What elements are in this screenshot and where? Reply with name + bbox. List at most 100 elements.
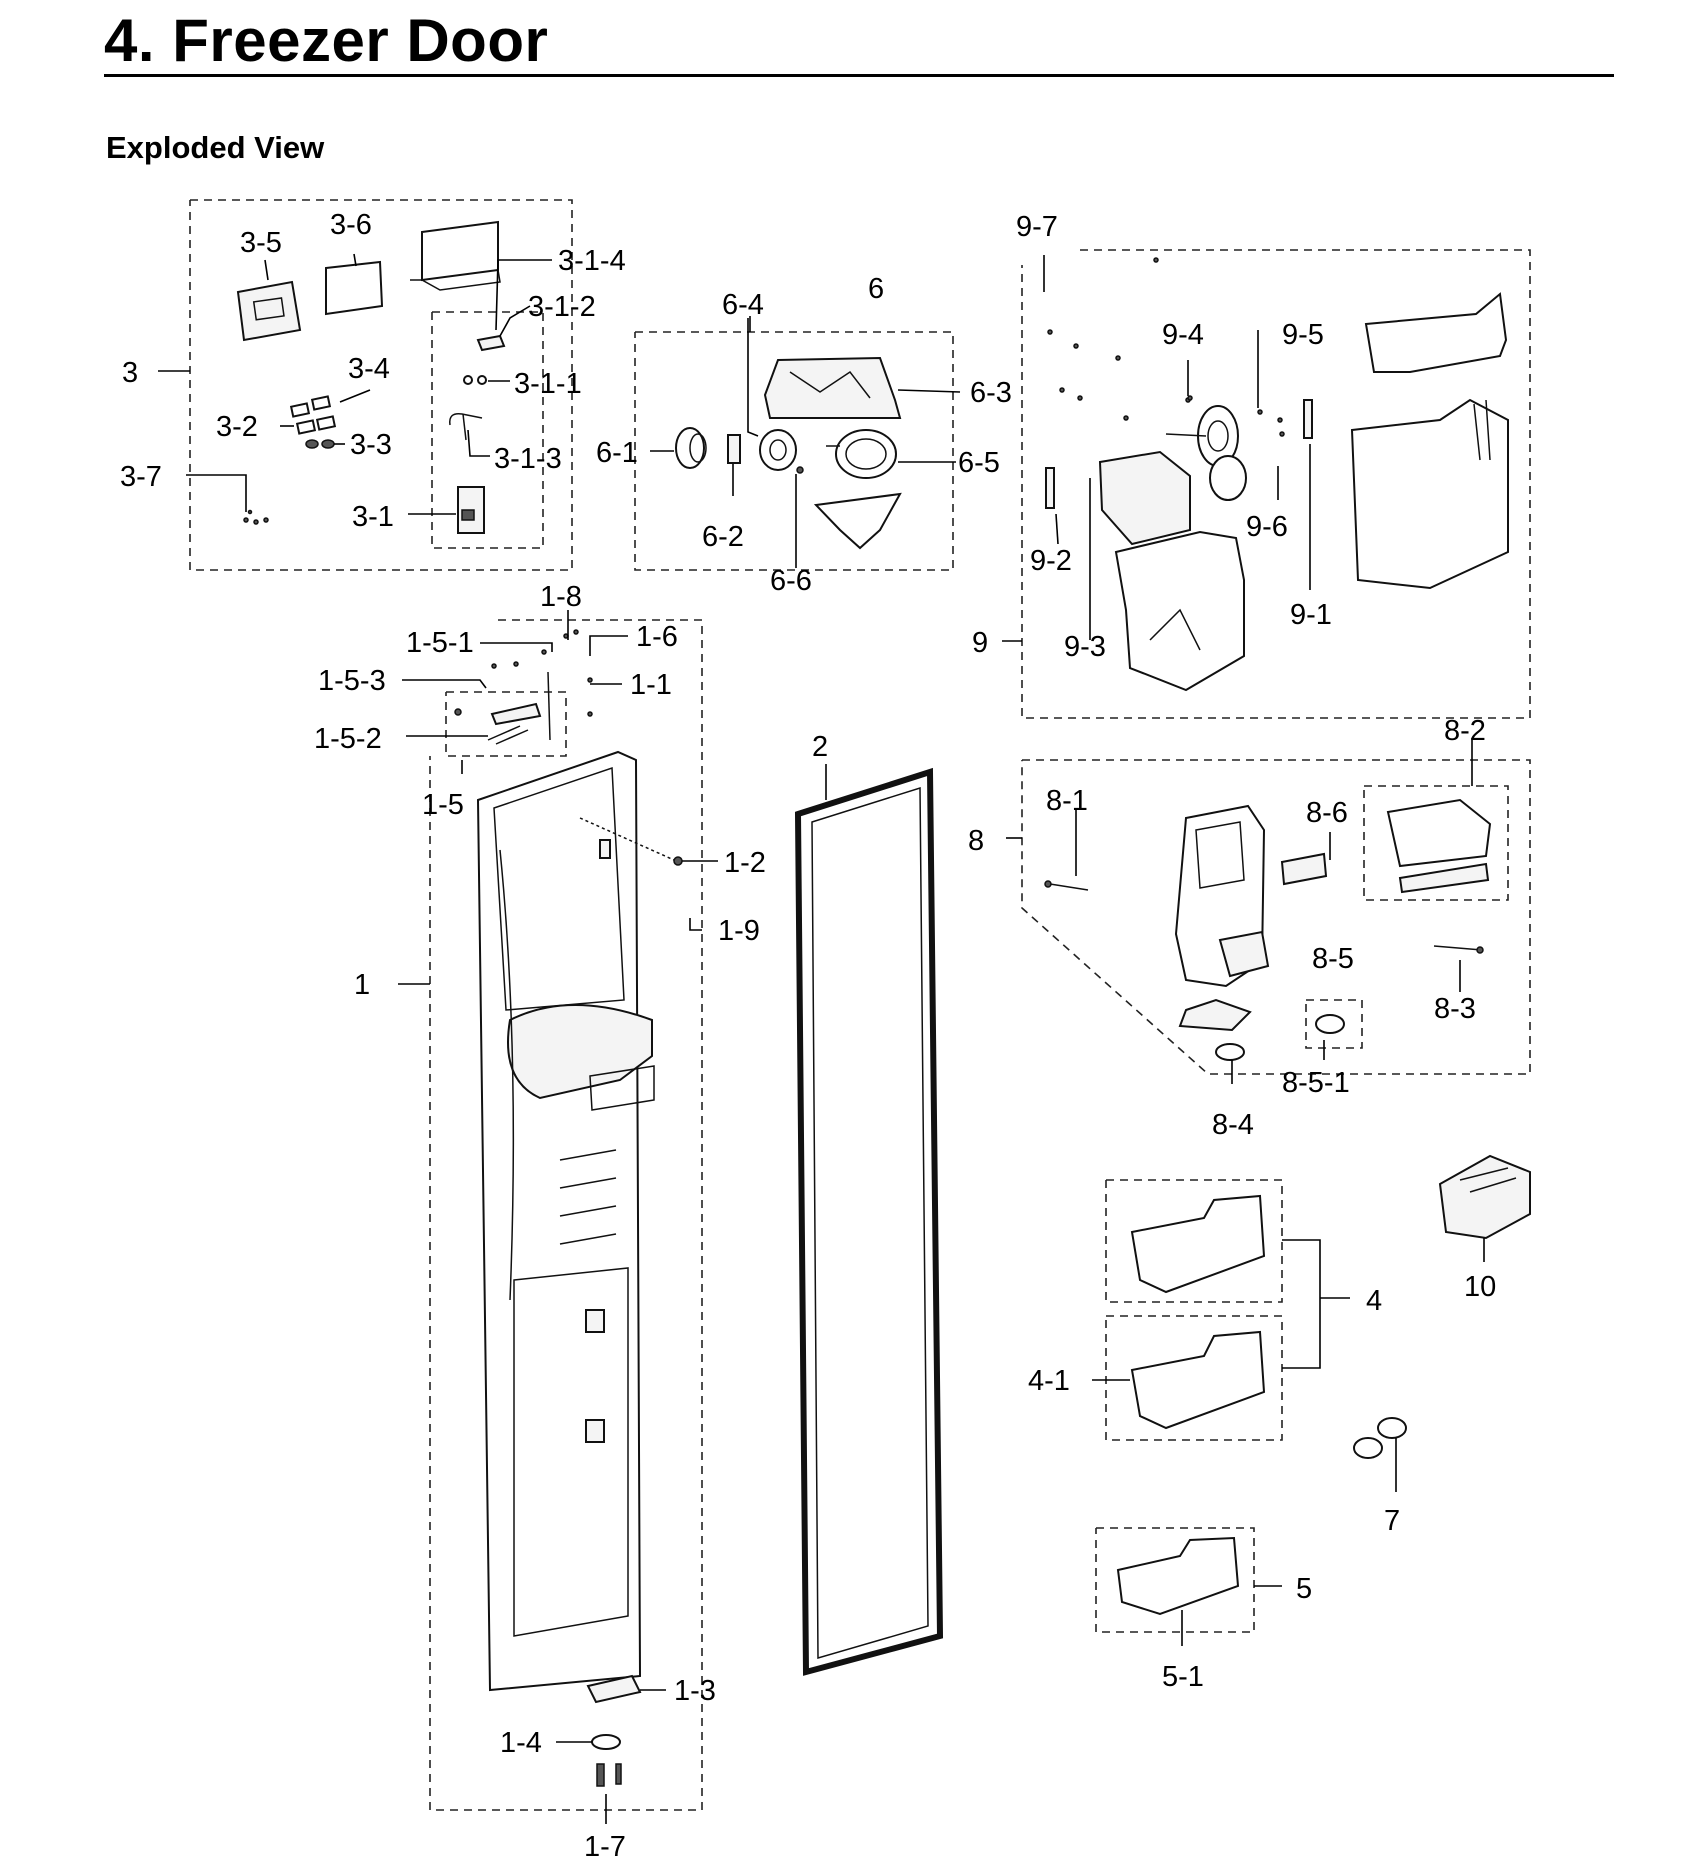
part-1-door-liner — [476, 750, 655, 1692]
callout-8-4: 8-4 — [1212, 1109, 1254, 1141]
part-3-6-display-pcb — [325, 260, 384, 316]
part-3-5-display-cover — [236, 280, 302, 342]
part-3-7-screws — [243, 509, 269, 525]
callout-3-1-4: 3-1-4 — [558, 245, 626, 277]
part-6-1-motor — [675, 427, 707, 469]
part-9-ice-bucket — [1114, 530, 1245, 692]
part-8-3-wire — [1433, 945, 1484, 954]
part-9-bucket-front — [1350, 398, 1509, 590]
part-6-2-gear — [727, 434, 741, 464]
group-9-ice-bucket-assembly: 9-7 9-4 9-5 9-6 9-1 9-2 9-3 9 — [972, 211, 1531, 719]
callout-1-8: 1-8 — [540, 581, 582, 613]
part-6-3-housing — [763, 356, 902, 419]
callout-9-7: 9-7 — [1016, 211, 1058, 243]
group-5-door-guard: 5 5-1 — [1095, 1527, 1312, 1693]
callout-9-6: 9-6 — [1246, 511, 1288, 543]
part-8-2-pcb — [1386, 798, 1492, 894]
part-9-1-rod — [1303, 399, 1313, 439]
part-8-paddle — [1178, 998, 1252, 1032]
callout-1-5-1: 1-5-1 — [406, 627, 474, 659]
callout-6-3: 6-3 — [970, 377, 1012, 409]
callout-2: 2 — [812, 731, 828, 763]
callout-9-2: 9-2 — [1030, 545, 1072, 577]
callout-3-1-3: 3-1-3 — [494, 443, 562, 475]
callout-1: 1 — [354, 969, 370, 1001]
part-display-frame — [410, 220, 501, 291]
callout-8-3: 8-3 — [1434, 993, 1476, 1025]
callout-8-5: 8-5 — [1312, 943, 1354, 975]
callout-1-5-3: 1-5-3 — [318, 665, 386, 697]
callout-1-3: 1-3 — [674, 1675, 716, 1707]
callout-8: 8 — [968, 825, 984, 857]
part-9-cover — [1364, 292, 1508, 373]
callout-10: 10 — [1464, 1271, 1496, 1303]
part-3-4-buttons — [289, 395, 337, 435]
group-3-display-assembly: 3 3-1 3-1-1 3-1-2 3-1-3 3-1-4 3-2 3-3 3-… — [120, 199, 626, 571]
callout-6-1: 6-1 — [596, 437, 638, 469]
callout-3-1-1: 3-1-1 — [514, 368, 582, 400]
part-6-chute — [813, 492, 902, 550]
callout-9-3: 9-3 — [1064, 631, 1106, 663]
part-10-ice-maker-tray: 10 — [1438, 1154, 1531, 1303]
callout-8-5-1: 8-5-1 — [1282, 1067, 1350, 1099]
callout-1-1: 1-1 — [630, 669, 672, 701]
part-6-4-cam — [759, 429, 797, 471]
part-6-5-flap — [826, 429, 897, 479]
group-1-door-assembly: 1-8 1-5-1 1-6 1-5-3 1-1 1-5-2 1-5 1-2 1-… — [314, 581, 766, 1863]
part-9-screws — [1047, 257, 1285, 437]
part-8-4-cap — [1215, 1043, 1245, 1061]
callout-3-6: 3-6 — [330, 209, 372, 241]
callout-7: 7 — [1384, 1505, 1400, 1537]
part-7-caps: 7 — [1353, 1417, 1407, 1537]
callout-1-7: 1-7 — [584, 1831, 626, 1863]
callout-6-5: 6-5 — [958, 447, 1000, 479]
callout-3-1-2: 3-1-2 — [528, 291, 596, 323]
part-4-1-guard-lower — [1130, 1330, 1266, 1430]
part-9-auger-gear — [1165, 405, 1247, 501]
callout-9: 9 — [972, 627, 988, 659]
callout-1-4: 1-4 — [500, 1727, 542, 1759]
callout-6: 6 — [868, 273, 884, 305]
callout-3-4: 3-4 — [348, 353, 390, 385]
callout-8-1: 8-1 — [1046, 785, 1088, 817]
callout-6-4: 6-4 — [722, 289, 764, 321]
part-9-housing — [1098, 450, 1191, 546]
part-3-3-springs — [305, 439, 335, 449]
callout-1-5: 1-5 — [422, 789, 464, 821]
page-title: 4. Freezer Door — [104, 7, 549, 74]
part-4-guard-upper — [1130, 1194, 1266, 1294]
callout-3: 3 — [122, 357, 138, 389]
part-8-housing — [1174, 804, 1270, 988]
part-3-1-1-screws — [463, 375, 487, 385]
callout-9-1: 9-1 — [1290, 599, 1332, 631]
callout-4: 4 — [1366, 1285, 1382, 1317]
group-8-dispenser-housing: 8-1 8 8-2 8-6 8-5 8-3 8-5-1 8-4 — [968, 715, 1531, 1141]
group-6-dispenser-motor: 6 6-1 6-2 6-3 6-4 6-5 6-6 — [596, 273, 1012, 597]
part-1-5-handle-parts — [454, 671, 551, 745]
part-5-1-guard — [1116, 1536, 1240, 1616]
callout-1-5-2: 1-5-2 — [314, 723, 382, 755]
part-1-4-washer — [591, 1734, 621, 1750]
group-4-door-guards: 4 4-1 — [1028, 1179, 1382, 1441]
callout-8-6: 8-6 — [1306, 797, 1348, 829]
callout-3-5: 3-5 — [240, 227, 282, 259]
callout-6-6: 6-6 — [770, 565, 812, 597]
part-3-1-3-wire — [449, 412, 483, 441]
callout-1-6: 1-6 — [636, 621, 678, 653]
callout-9-4: 9-4 — [1162, 319, 1204, 351]
callout-5: 5 — [1296, 1573, 1312, 1605]
part-3-1-switch — [457, 486, 485, 534]
callout-8-2: 8-2 — [1444, 715, 1486, 747]
part-3-1-2-bracket — [476, 334, 506, 352]
callout-3-7: 3-7 — [120, 461, 162, 493]
part-8-1-wire — [1044, 880, 1089, 891]
callout-5-1: 5-1 — [1162, 1661, 1204, 1693]
callout-3-1: 3-1 — [352, 501, 394, 533]
part-6-6-screw — [796, 466, 804, 474]
part-1-3-hinge — [586, 1674, 642, 1704]
section-heading: Exploded View — [106, 130, 325, 165]
part-1-7-bolts — [596, 1763, 622, 1787]
part-9-2-rod — [1045, 467, 1055, 509]
part-2-door-gasket: 2 — [794, 731, 944, 1676]
